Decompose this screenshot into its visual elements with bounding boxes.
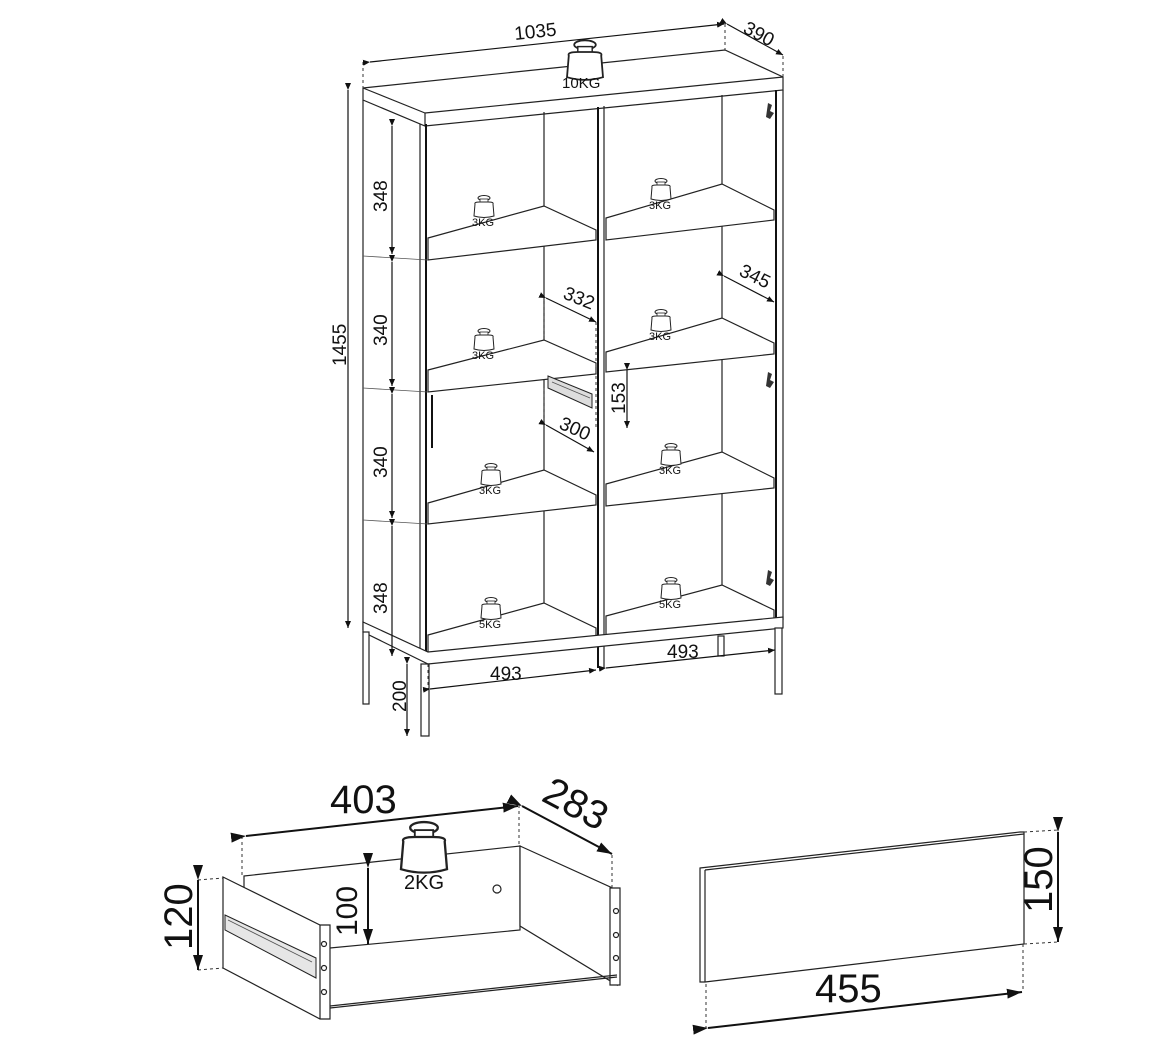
dim-drawer-width: 403: [330, 778, 397, 822]
dim-drawer-depth: 283: [536, 769, 616, 839]
load-label: 3KG: [472, 350, 494, 362]
weight-icon-top: [566, 39, 604, 81]
weight-icon-right-3: [660, 443, 682, 466]
load-label: 5KG: [659, 599, 681, 611]
left-shelves: [427, 205, 597, 661]
dim-depth: 390: [740, 18, 778, 51]
hinge-icon: [766, 570, 774, 586]
weight-icon-left-3: [480, 463, 502, 486]
weight-icon-left-4: [480, 597, 502, 620]
dim-drawer-inner-height: 100: [331, 886, 364, 936]
dim-drawer-slide: 300: [556, 413, 594, 445]
hinge-icon: [766, 372, 774, 388]
dim-leg-height: 200: [390, 680, 411, 712]
load-label: 3KG: [649, 331, 671, 343]
weight-icon-right-4: [660, 577, 682, 600]
drawer-front-drawing: 150 455: [692, 817, 1063, 1035]
weight-icon-left-2: [473, 328, 495, 351]
right-shelves: [605, 183, 775, 641]
dim-compartment-right: 493: [667, 642, 699, 663]
weight-icon-right-2: [650, 309, 672, 332]
drawer-load-label: 2KG: [404, 872, 444, 894]
top-load-label: 10KG: [562, 75, 600, 92]
dim-shelf-1: 348: [371, 180, 392, 212]
drawer-slide-icon: [547, 375, 593, 409]
dim-front-height: 150: [1017, 846, 1061, 913]
cabinet-legs: [362, 627, 783, 737]
dim-height: 1455: [330, 324, 351, 366]
load-label: 5KG: [479, 619, 501, 631]
weight-icon-right-1: [650, 178, 672, 201]
dim-drawer-height: 120: [157, 883, 201, 950]
load-label: 3KG: [649, 200, 671, 212]
weight-icon-drawer: [399, 820, 449, 874]
dim-shelf-2: 340: [371, 314, 392, 346]
hinge-icon: [766, 103, 774, 119]
load-label: 3KG: [472, 217, 494, 229]
load-label: 3KG: [479, 485, 501, 497]
dim-drawer-gap: 153: [609, 382, 630, 414]
dim-inner-depth-left: 332: [560, 283, 597, 314]
dim-inner-depth-right: 345: [736, 261, 774, 294]
dim-shelf-4: 348: [371, 582, 392, 614]
drawer-slide-icon: [224, 914, 317, 979]
dim-compartment-left: 493: [490, 664, 522, 685]
weight-icon-left-1: [473, 195, 495, 218]
drawer-drawing: 2KG 403 283 120 100: [157, 769, 621, 1020]
dim-width: 1035: [513, 20, 557, 45]
load-label: 3KG: [659, 465, 681, 477]
dim-front-width: 455: [815, 967, 882, 1011]
cabinet-drawing: 10KG 3KG 3KG 3KG 5KG 3KG 3KG 3KG 5KG 103…: [330, 18, 784, 737]
dim-shelf-3: 340: [371, 446, 392, 478]
